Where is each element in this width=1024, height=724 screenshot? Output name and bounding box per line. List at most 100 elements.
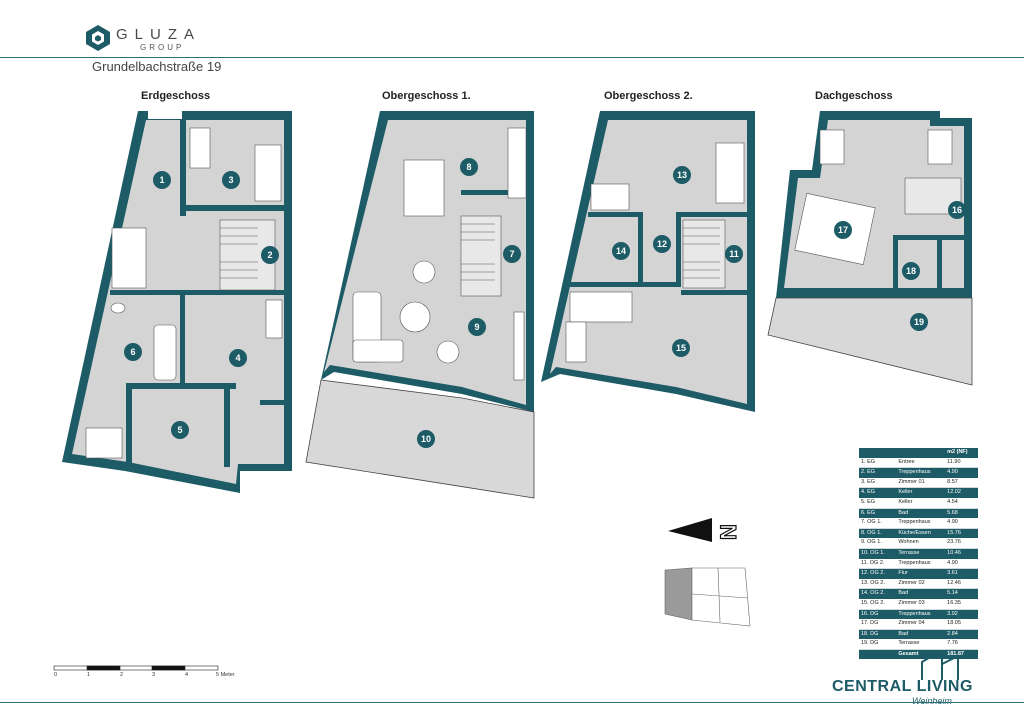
cell-area: 2.84 xyxy=(945,629,978,640)
room-marker-14: 14 xyxy=(616,246,626,256)
floor-title-obergeschoss-2: Obergeschoss 2. xyxy=(604,90,693,102)
footer-divider xyxy=(0,702,1024,703)
cell-area: 12.02 xyxy=(945,487,978,498)
cell-no: 7. OG 1. xyxy=(859,518,897,529)
brand-subtitle: GROUP xyxy=(140,43,185,52)
cell-area: 4.90 xyxy=(945,518,978,529)
area-column-header: m2 (NF) xyxy=(945,448,978,458)
room-marker-9: 9 xyxy=(474,322,479,332)
cell-no: 18. DG xyxy=(859,629,897,640)
cell-name: Zimmer 03 xyxy=(896,598,946,610)
cell-name: Bad xyxy=(896,508,946,519)
room-marker-4: 4 xyxy=(235,353,240,363)
cell-area: 4.54 xyxy=(945,497,978,509)
cell-name: Treppenhaus xyxy=(896,609,946,620)
cell-no: 14. OG 2. xyxy=(859,588,897,599)
cell-no: 2. EG xyxy=(859,467,897,478)
cell-no: 19. DG xyxy=(859,639,897,650)
room-marker-labels: 1 2 3 4 5 6 7 8 9 10 11 12 13 14 15 16 1… xyxy=(130,162,962,444)
floor-title-obergeschoss-1: Obergeschoss 1. xyxy=(382,90,471,102)
plan-obergeschoss-2 xyxy=(541,111,755,412)
cell-no: 1. EG xyxy=(859,457,897,469)
scale-label-3: 3 xyxy=(152,672,156,678)
total-spacer xyxy=(859,649,897,660)
cell-name: Bad xyxy=(896,588,946,599)
cell-no: 17. DG xyxy=(859,619,897,630)
floor-title-erdgeschoss: Erdgeschoss xyxy=(141,90,211,102)
room-marker-5: 5 xyxy=(177,425,182,435)
cell-area: 15.76 xyxy=(945,528,978,539)
cell-area: 4.90 xyxy=(945,558,978,570)
cell-no: 12. OG 2. xyxy=(859,568,897,579)
cell-no: 8. OG 1. xyxy=(859,528,897,539)
scale-label-5: 5 Meter xyxy=(216,672,235,678)
cell-no: 4. EG xyxy=(859,487,897,498)
cell-name: Zimmer 01 xyxy=(896,477,946,489)
room-marker-12: 12 xyxy=(657,239,667,249)
cell-name: Keller xyxy=(896,497,946,509)
room-marker-11: 11 xyxy=(729,249,739,259)
room-marker-16: 16 xyxy=(952,205,962,215)
room-marker-3: 3 xyxy=(228,175,233,185)
cell-name: Zimmer 02 xyxy=(896,578,946,590)
north-arrow-icon: N xyxy=(668,518,742,542)
cell-name: Entree xyxy=(896,457,946,469)
header-divider xyxy=(0,57,1024,58)
cell-name: Keller xyxy=(896,487,946,498)
cell-area: 11.90 xyxy=(945,457,978,469)
room-marker-17: 17 xyxy=(838,225,848,235)
cell-name: Treppenhaus xyxy=(896,518,946,529)
central-living-subtitle: Weinheim xyxy=(912,696,952,706)
cell-name: Küche/Essen xyxy=(896,528,946,539)
cell-no: 11. OG 2. xyxy=(859,558,897,570)
svg-text:N: N xyxy=(716,524,741,540)
cell-area: 16.35 xyxy=(945,598,978,610)
cell-no: 3. EG xyxy=(859,477,897,489)
cell-name: Terrasse xyxy=(896,548,946,559)
brand-name: GLUZA xyxy=(116,26,202,43)
gluza-logo-icon xyxy=(86,25,110,51)
room-markers xyxy=(124,158,966,448)
scale-label-1: 1 xyxy=(87,672,91,678)
scale-label-2: 2 xyxy=(120,672,124,678)
cell-area: 18.05 xyxy=(945,619,978,630)
cell-area: 5.68 xyxy=(945,508,978,519)
site-sketch-icon xyxy=(664,567,751,627)
cell-name: Bad xyxy=(896,629,946,640)
cell-area: 12.46 xyxy=(945,578,978,590)
cell-area: 4.90 xyxy=(945,467,978,478)
room-marker-18: 18 xyxy=(906,266,916,276)
floor-title-dachgeschoss: Dachgeschoss xyxy=(815,90,893,102)
cell-no: 16. DG xyxy=(859,609,897,620)
scale-bar xyxy=(53,665,219,671)
plan-erdgeschoss xyxy=(62,111,292,493)
scale-label-0: 0 xyxy=(54,672,58,678)
cell-area: 7.76 xyxy=(945,639,978,650)
cell-name: Flur xyxy=(896,568,946,579)
cell-area: 3.92 xyxy=(945,609,978,620)
room-marker-10: 10 xyxy=(421,434,431,444)
scale-label-4: 4 xyxy=(185,672,189,678)
total-value: 181.87 xyxy=(945,649,978,660)
cell-area: 10.46 xyxy=(945,548,978,559)
cell-no: 10. OG 1. xyxy=(859,548,897,559)
cell-name: Terrasse xyxy=(896,639,946,650)
room-marker-8: 8 xyxy=(466,162,471,172)
room-marker-2: 2 xyxy=(267,250,272,260)
